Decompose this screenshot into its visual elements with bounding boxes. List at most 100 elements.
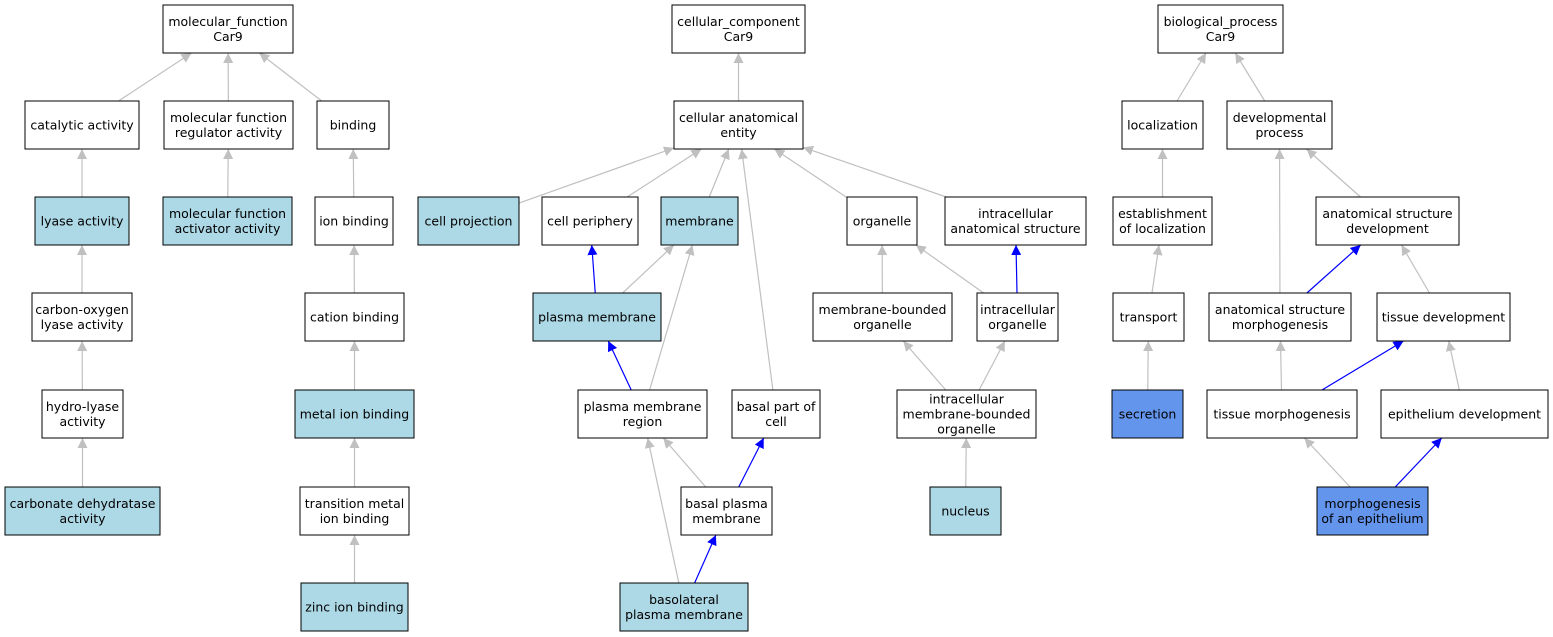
node-organelle: organelle	[846, 196, 918, 246]
node-label: entity	[720, 125, 757, 140]
edge-binding-to-mf	[258, 52, 323, 102]
node-label: development	[1346, 221, 1429, 236]
edge-transport-to-estloc	[1151, 244, 1163, 294]
edge-blpm-to-bpm	[694, 534, 717, 584]
node-box	[1157, 4, 1284, 54]
edge-tissuemorph-to-asmorph	[1275, 340, 1286, 391]
node-label: organelle	[853, 317, 912, 332]
edge-cellperiph-to-cae	[626, 148, 702, 198]
node-label: activator activity	[175, 221, 281, 236]
node-label: secretion	[1119, 407, 1177, 422]
node-label: plasma membrane	[584, 399, 702, 414]
node-box	[299, 486, 410, 536]
node-label: membrane	[665, 214, 734, 229]
node-label: regulator activity	[175, 125, 283, 140]
node-label: intracellular	[980, 302, 1056, 317]
node-label: biological_process	[1164, 14, 1278, 29]
node-box	[1206, 389, 1358, 439]
node-box	[4, 486, 161, 536]
node-label: cellular anatomical	[679, 110, 798, 125]
node-label: morphogenesis	[1232, 317, 1328, 332]
node-label: process	[1255, 125, 1303, 140]
node-box	[731, 389, 821, 439]
node-box	[300, 582, 409, 632]
node-label: of localization	[1119, 221, 1206, 236]
node-label: morphogenesis	[1324, 496, 1420, 511]
node-label: binding	[330, 118, 377, 133]
edge-asmorph-to-asdev	[1306, 244, 1362, 294]
node-label: anatomical structure	[1322, 206, 1452, 221]
node-box	[163, 100, 294, 150]
node-label: organelle	[853, 214, 912, 229]
node-membrane: membrane	[660, 196, 739, 246]
edge-epidev-to-tissuedev	[1445, 340, 1460, 391]
node-label: tissue morphogenesis	[1213, 407, 1350, 422]
node-label: basal part of	[737, 399, 816, 414]
node-box	[41, 389, 124, 439]
node-label: lyase activity	[41, 214, 124, 229]
node-label: Car9	[213, 29, 243, 44]
edge-devproc-to-bp	[1234, 52, 1266, 102]
node-box	[671, 4, 806, 54]
node-label: molecular function	[170, 110, 287, 125]
edge-plasmamem-to-membrane	[622, 244, 675, 294]
node-box	[417, 196, 520, 246]
node-label: membrane-bounded	[819, 302, 947, 317]
node-box	[673, 100, 804, 150]
node-label: carbonate dehydratase	[10, 496, 156, 511]
node-box	[1316, 486, 1429, 536]
node-label: lyase activity	[41, 317, 124, 332]
node-label: activity	[59, 414, 106, 429]
node-box	[1112, 196, 1213, 246]
node-label: metal ion binding	[300, 407, 410, 422]
node-label: tissue development	[1382, 310, 1506, 325]
node-box	[162, 4, 294, 54]
node-transport: transport	[1112, 292, 1185, 342]
node-ionbind: ion binding	[314, 196, 394, 246]
edge-imbo-to-mbo	[902, 340, 947, 391]
edge-io-to-ias	[1011, 244, 1022, 294]
edge-basalpart-to-cae	[737, 148, 774, 391]
edge-membrane-to-cae	[708, 148, 730, 198]
node-box	[929, 486, 1002, 536]
edge-morphepi-to-epidev	[1394, 437, 1443, 488]
node-box	[896, 389, 1037, 439]
node-box	[944, 196, 1087, 246]
node-label: anatomical structure	[1215, 302, 1345, 317]
node-cellperiph: cell periphery	[541, 196, 639, 246]
edge-secretion-to-transport	[1143, 340, 1154, 391]
node-box	[1121, 100, 1204, 150]
node-box	[162, 196, 293, 246]
node-label: ion binding	[319, 214, 389, 229]
node-tissuemorph: tissue morphogenesis	[1206, 389, 1358, 439]
node-box	[532, 292, 662, 342]
node-label: region	[623, 414, 663, 429]
node-label: transport	[1120, 310, 1178, 325]
node-metalion: metal ion binding	[294, 389, 415, 439]
node-label: basal plasma	[685, 496, 768, 511]
node-label: membrane-bounded	[903, 407, 1031, 422]
node-label: catalytic activity	[30, 118, 134, 133]
edge-pmr-to-plasmamem	[607, 340, 632, 391]
node-label: carbon-oxygen	[35, 302, 129, 317]
edge-bpm-to-pmr	[662, 437, 707, 488]
edge-blpm-to-pmr	[644, 437, 680, 584]
node-box	[1112, 292, 1185, 342]
node-box	[577, 389, 708, 439]
node-box	[316, 100, 390, 150]
edge-nucleus-to-imbo	[961, 437, 972, 488]
